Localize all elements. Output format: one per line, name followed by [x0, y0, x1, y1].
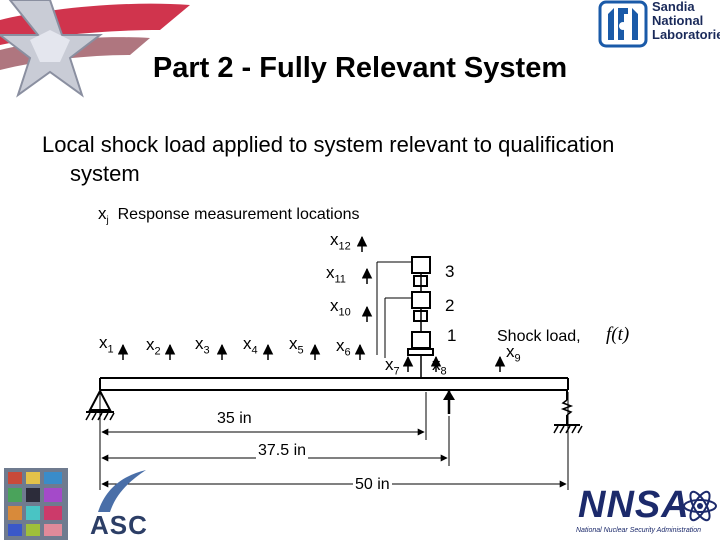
label-x8: x8 [432, 355, 447, 378]
dimension-37-5in: 37.5 in [256, 442, 309, 460]
component-label-2: 2 [445, 296, 455, 315]
label-x12: x12 [330, 230, 351, 253]
sandia-name: Sandia [652, 0, 695, 14]
connector [407, 348, 434, 356]
shock-load-label: Shock load, [497, 328, 581, 345]
label-x4: x4 [243, 334, 258, 357]
shock-function: f(t) [606, 324, 630, 345]
measurement-arrows [117, 235, 506, 372]
component-3 [411, 256, 431, 274]
asc-text: ASC [90, 510, 148, 540]
label-x2: x2 [146, 335, 161, 358]
sandia-laboratories: Laboratories [652, 27, 720, 42]
star-logo [0, 0, 190, 98]
sandia-logo: Sandia National Laboratories [598, 0, 720, 48]
nnsa-text: NNSA [578, 484, 690, 526]
label-x7: x7 [385, 355, 400, 378]
body-text: Local shock load applied to system relev… [42, 130, 682, 188]
dimension-lines [99, 392, 569, 490]
beam [99, 377, 569, 391]
body-line-2: system [70, 161, 140, 186]
label-x6: x6 [336, 336, 351, 359]
computer-mosaic-icon [4, 468, 68, 540]
nnsa-caption: National Nuclear Security Administration [576, 527, 702, 534]
dimension-50in: 50 in [353, 476, 392, 494]
label-x5: x5 [289, 334, 304, 357]
atom-icon [683, 490, 717, 522]
asc-logo: ASC [0, 468, 160, 540]
legend: xj Response measurement locations [98, 204, 360, 226]
legend-symbol: x [98, 204, 107, 223]
label-x3: x3 [195, 334, 210, 357]
asc-swoosh-icon [98, 470, 146, 512]
label-x11: x11 [326, 263, 346, 286]
legend-subscript: j [106, 215, 109, 227]
legend-text: Response measurement locations [117, 206, 360, 223]
thunderbird-icon [598, 0, 648, 48]
dimension-35in: 35 in [215, 410, 254, 428]
body-line-1: Local shock load applied to system relev… [42, 132, 615, 157]
label-x9: x9 [506, 342, 521, 365]
slide-title: Part 2 - Fully Relevant System [152, 52, 568, 84]
component-stack [376, 256, 434, 378]
component-label-3: 3 [445, 262, 455, 281]
component-1 [411, 331, 431, 349]
label-x10: x10 [330, 296, 351, 319]
nnsa-logo: NNSA National Nuclear Security Administr… [560, 484, 720, 540]
shock-load-arrow [443, 390, 455, 414]
component-label-1: 1 [447, 326, 457, 345]
label-x1: x1 [99, 333, 114, 356]
sandia-national: National [652, 13, 704, 28]
component-2 [411, 291, 431, 309]
